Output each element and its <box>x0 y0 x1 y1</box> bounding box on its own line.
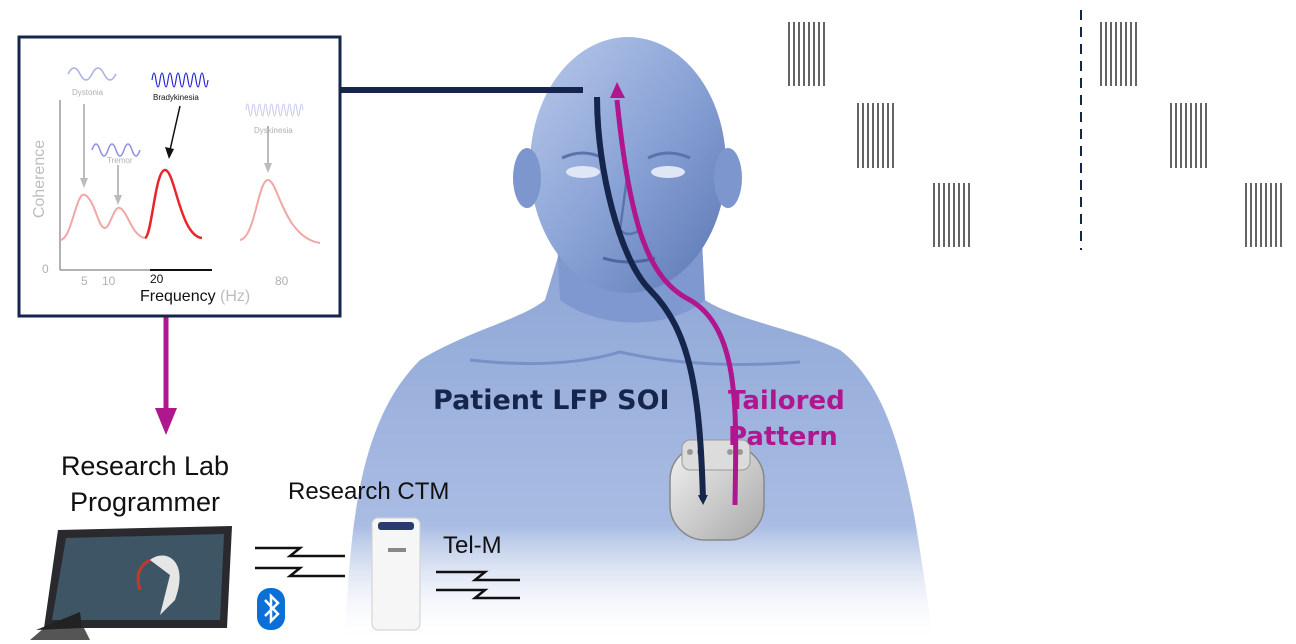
pulse-pattern <box>789 22 1281 247</box>
inset-coherence-chart <box>19 37 340 316</box>
x-tick-20: 20 <box>150 272 163 286</box>
annotation-dystonia: Dystonia <box>72 88 103 97</box>
patient-lfp-soi-label: Patient LFP SOI <box>433 385 670 416</box>
research-lab-programmer-label: Research Lab Programmer <box>50 448 240 520</box>
ctm-device-icon <box>372 518 420 630</box>
ear-right <box>714 148 742 208</box>
inset-to-lab-arrowhead <box>155 408 177 435</box>
patient-figure <box>345 37 935 644</box>
pulse-burst <box>1101 22 1136 86</box>
x-axis-label-text: Frequency <box>140 288 216 305</box>
pulse-burst <box>789 22 824 86</box>
y-tick: 0 <box>42 262 49 276</box>
eye-right <box>651 166 685 178</box>
x-tick-10: 10 <box>102 274 115 288</box>
eye-left <box>566 166 600 178</box>
x-axis-unit: (Hz) <box>220 288 250 305</box>
x-tick-80: 80 <box>275 274 288 288</box>
pulse-burst <box>1171 103 1206 168</box>
pulse-burst <box>1246 183 1281 247</box>
tel-m-label: Tel-M <box>443 532 502 560</box>
x-axis-label: Frequency (Hz) <box>140 288 250 306</box>
tailored-pattern-label: Tailored Pattern <box>728 383 845 455</box>
annotation-dyskinesia: Dyskinesia <box>254 126 293 135</box>
annotation-bradykinesia: Bradykinesia <box>153 93 199 102</box>
ear-left <box>513 148 541 208</box>
pulse-burst <box>934 183 969 247</box>
laptop-icon <box>30 526 232 640</box>
research-ctm-label: Research CTM <box>288 478 449 506</box>
pulse-burst <box>858 103 893 168</box>
x-tick-5: 5 <box>81 274 88 288</box>
y-axis-label: Coherence <box>31 134 49 224</box>
annotation-tremor: Tremor <box>107 156 132 165</box>
bluetooth-icon <box>257 588 285 630</box>
implant-device-icon <box>670 440 764 540</box>
